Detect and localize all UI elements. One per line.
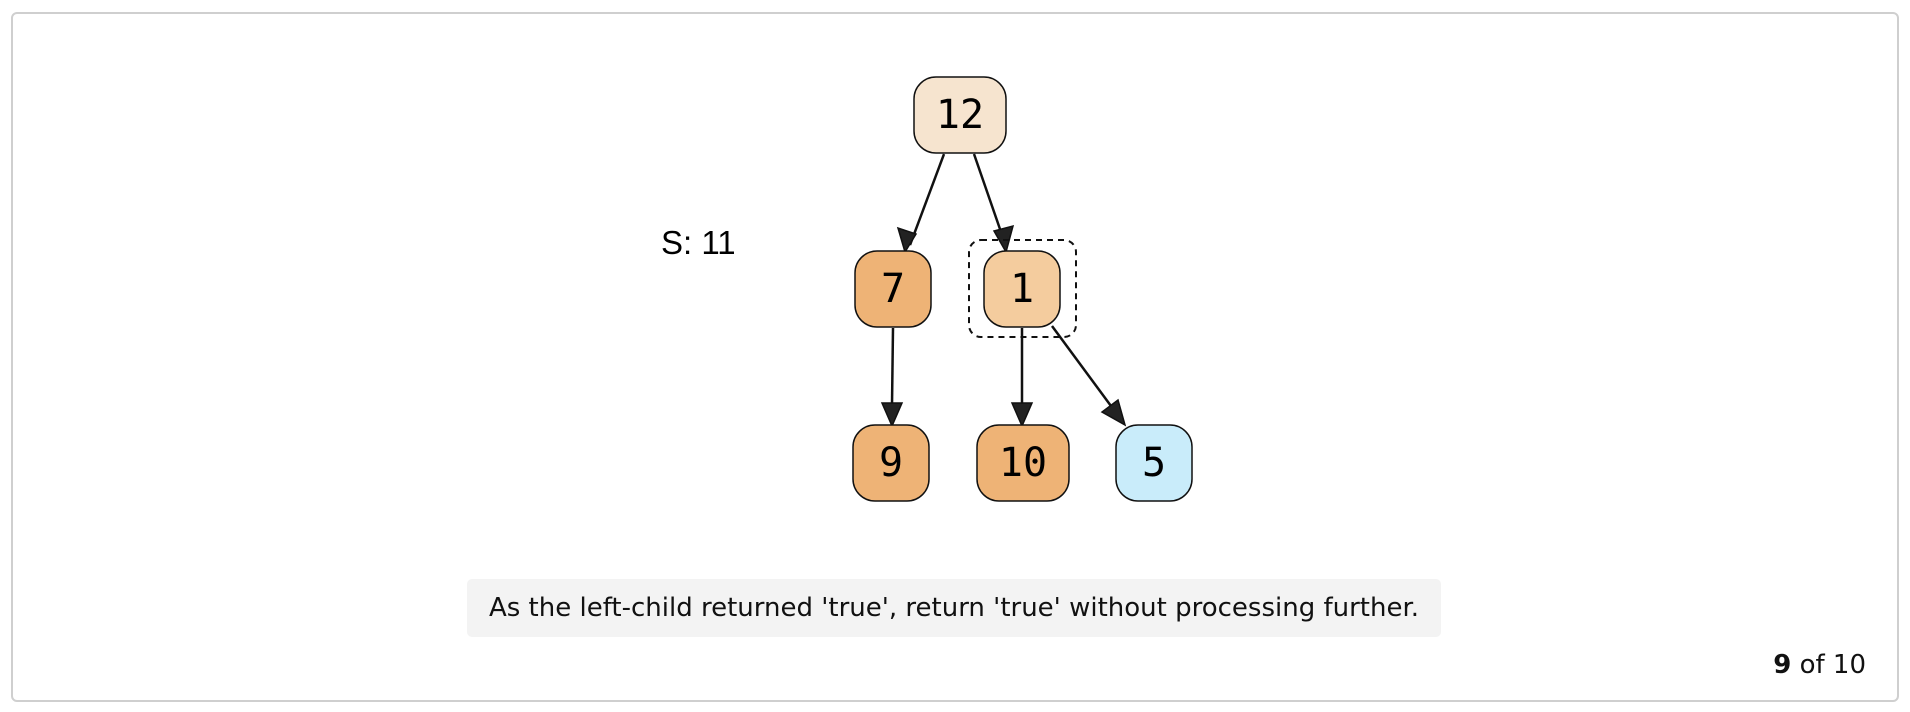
edge-7-9-arrowhead	[880, 402, 904, 428]
step-pager: 9 of 10	[1773, 650, 1866, 680]
edge-12-7	[908, 153, 946, 246]
tree-node-5: 5	[1115, 424, 1193, 502]
step-caption: As the left-child returned 'true', retur…	[467, 579, 1441, 637]
pager-total: 10	[1832, 650, 1866, 680]
sum-label: S: 11	[661, 224, 736, 261]
current-node-highlight	[968, 239, 1077, 338]
node-label-9: 9	[879, 440, 903, 486]
edge-12-1	[972, 153, 1003, 233]
edge-12-7-arrowhead	[896, 226, 918, 254]
node-label-1: 1	[1010, 266, 1034, 312]
tree-node-1: 1	[983, 250, 1061, 328]
node-label-10: 10	[999, 440, 1047, 486]
tree-node-9: 9	[852, 424, 930, 502]
edge-7-9	[890, 327, 895, 406]
node-label-7: 7	[881, 266, 905, 312]
pager-separator: of	[1799, 650, 1825, 680]
tree-node-12: 12	[913, 76, 1007, 154]
node-label-5: 5	[1142, 440, 1166, 486]
tree-node-10: 10	[976, 424, 1070, 502]
edge-1-5-arrowhead	[1100, 398, 1127, 427]
edge-1-10-arrowhead	[1010, 402, 1034, 428]
node-label-12: 12	[936, 92, 984, 138]
pager-current: 9	[1773, 650, 1792, 680]
tree-node-7: 7	[854, 250, 932, 328]
edge-1-5	[1050, 325, 1113, 407]
